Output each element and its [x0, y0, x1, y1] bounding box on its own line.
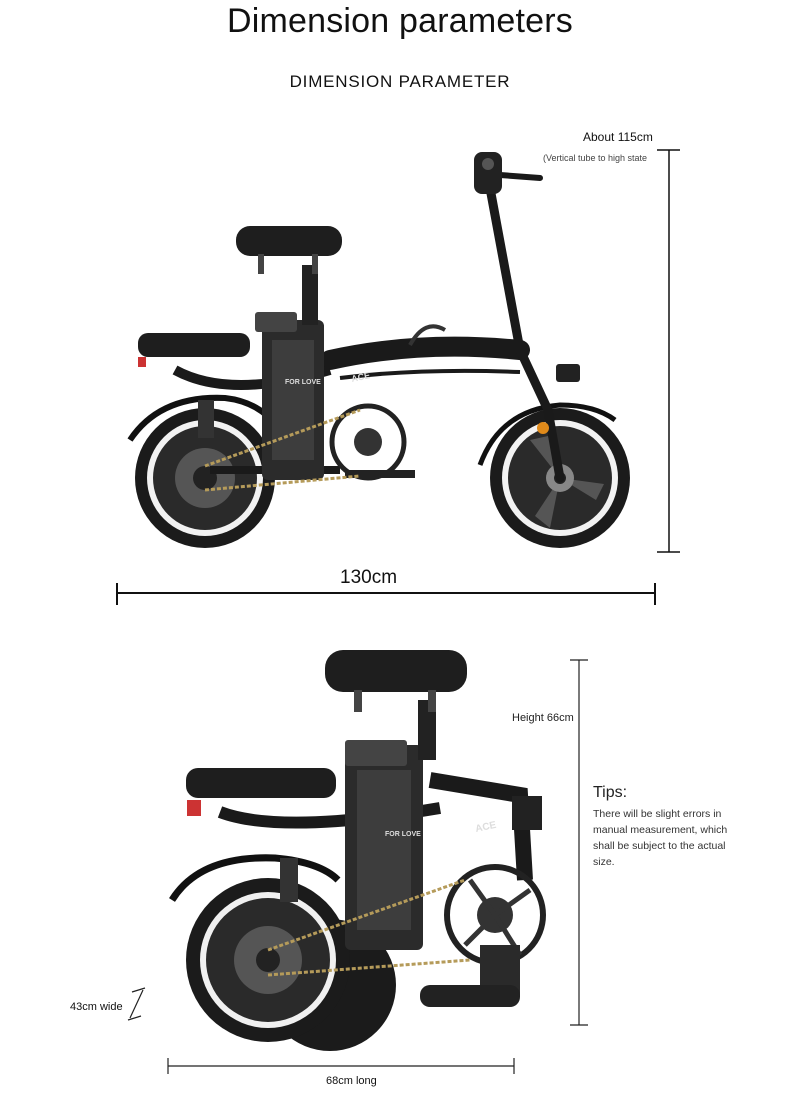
unfolded-length-label: 130cm [340, 567, 398, 588]
folded-ebike-icon: FOR LOVE ACE [169, 650, 546, 1051]
frame-brand-text: FOR LOVE [285, 379, 321, 386]
folded-height-dimension-line [570, 659, 588, 1026]
folded-height-label: Height 66cm [512, 712, 574, 724]
folded-frame-brand-text: FOR LOVE [385, 831, 421, 838]
tips-title: Tips: [593, 784, 628, 801]
folded-length-label: 68cm long [326, 1075, 377, 1087]
folded-width-label: 43cm wide [70, 1001, 123, 1013]
frame-model-text: ACE [350, 370, 371, 384]
unfolded-height-label: About 115cm [583, 130, 653, 144]
page-subtitle: DIMENSION PARAMETER [289, 72, 511, 91]
unfolded-height-note: (Vertical tube to high state [543, 153, 648, 163]
unfolded-height-dimension-line [657, 149, 680, 553]
folded-length-dimension-line [167, 1058, 515, 1074]
unfolded-rear-wheel [135, 408, 275, 548]
unfolded-ebike-icon: FOR LOVE ACE [127, 152, 630, 548]
page-title: Dimension parameters [226, 2, 574, 40]
unfolded-length-dimension-line [116, 583, 656, 605]
folded-frame-model-text: ACE [474, 820, 497, 835]
folded-width-indicator [127, 987, 146, 1021]
tips-body: There will be slight errors in manual me… [593, 808, 728, 868]
folded-rear-wheel [186, 878, 350, 1042]
